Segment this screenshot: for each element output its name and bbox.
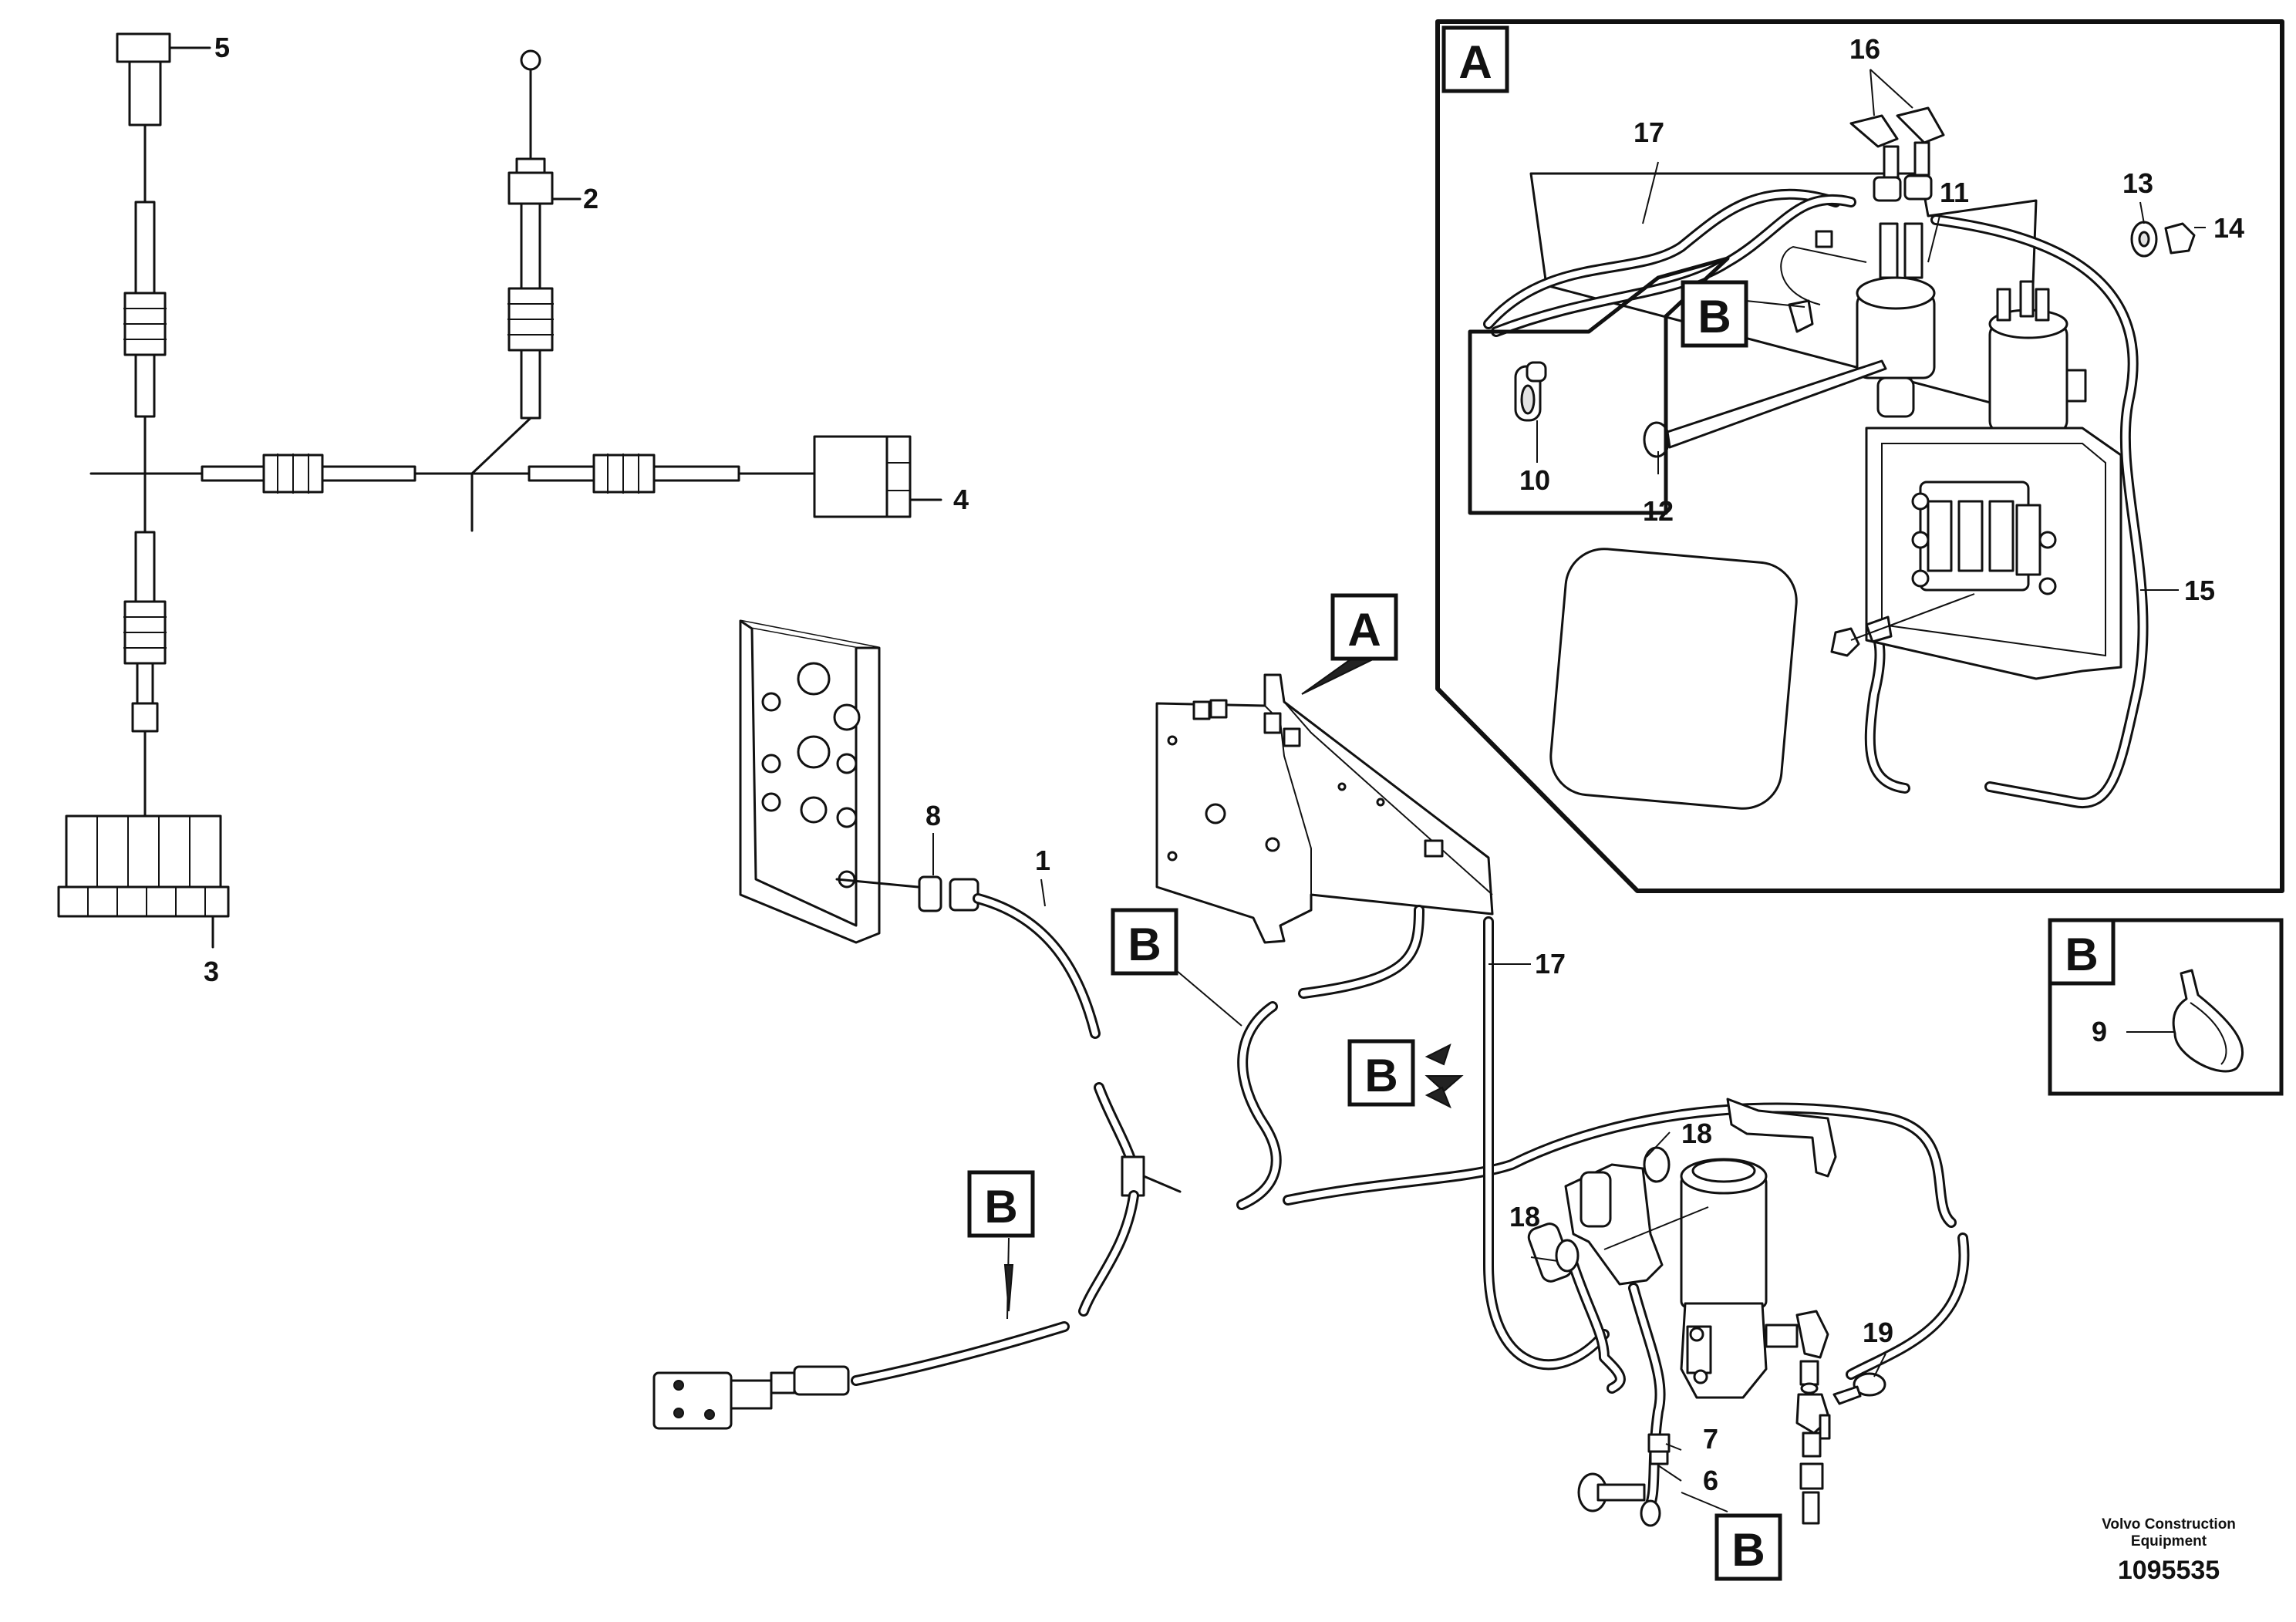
nut-14 [2164, 222, 2196, 255]
callout-3: 3 [204, 956, 219, 987]
tee-fitting [1121, 1155, 1145, 1197]
callout-7: 7 [1703, 1423, 1718, 1455]
callout-9: 9 [2092, 1016, 2107, 1047]
callout-8: 8 [925, 800, 941, 831]
connector-4 [813, 435, 888, 518]
callout-5: 5 [214, 32, 230, 63]
detail-a-letter: A [1458, 36, 1492, 88]
callout-4: 4 [953, 484, 969, 515]
cover [1549, 548, 1798, 810]
sensor-2 [507, 171, 554, 205]
elbow-18-upper [1580, 1171, 1612, 1228]
detail-b-letter: B [2065, 929, 2098, 980]
label-b-box-1 [1111, 908, 1178, 976]
callout-11: 11 [1940, 177, 1969, 208]
hose-17 [1236, 905, 1970, 1394]
callout-19: 19 [1863, 1317, 1893, 1348]
callout-18-lower: 18 [1509, 1201, 1540, 1233]
wiring-harness-schematic [57, 32, 942, 949]
elbow-fitting [1795, 1310, 1829, 1359]
mounting-panel [739, 619, 881, 944]
pressure-switch [652, 1371, 733, 1430]
callout-10: 10 [1519, 464, 1550, 496]
fitting-16-right [1896, 106, 1945, 144]
label-a-box [1330, 593, 1398, 661]
solenoid-body [1680, 1175, 1768, 1309]
solenoid-valve [1527, 1098, 1886, 1527]
nut-8 [918, 875, 942, 912]
callout-12: 12 [1643, 495, 1674, 527]
bracket-a [1155, 673, 1494, 944]
callout-15: 15 [2184, 575, 2215, 606]
valve-right [1988, 322, 2068, 433]
connector-3 [65, 814, 222, 889]
drawing-number: 1095535 [2118, 1556, 2220, 1585]
clamp-7 [1647, 1433, 1671, 1453]
callout-1: 1 [1035, 845, 1050, 876]
label-a-letter: A [1347, 604, 1381, 656]
detail-a-frame [1435, 19, 2284, 893]
label-b-box-detail [1681, 280, 1748, 348]
detail-label-boxes: A A B B B B B B [967, 25, 2116, 1581]
label-b-letter-1: B [1128, 919, 1161, 970]
connector-5 [116, 32, 171, 63]
label-b-letter-detail: B [1698, 291, 1731, 342]
hose-1 [652, 875, 1182, 1430]
label-b-box-3 [967, 1170, 1035, 1238]
callout-2: 2 [583, 183, 598, 214]
callout-18-upper: 18 [1681, 1118, 1712, 1149]
callout-14: 14 [2213, 212, 2244, 244]
label-b-letter-2: B [1364, 1050, 1397, 1101]
callout-17-detail: 17 [1633, 116, 1664, 148]
label-b-letter-4: B [1731, 1524, 1765, 1576]
label-b-box-2 [1347, 1039, 1415, 1107]
callout-6: 6 [1703, 1465, 1718, 1496]
detail-b-box [2048, 918, 2116, 986]
callout-16: 16 [1849, 33, 1880, 65]
callout-numbers: 1 2 3 4 5 6 7 8 9 10 11 12 13 14 15 16 1… [204, 32, 2244, 1496]
label-b-box-4 [1714, 1513, 1782, 1581]
leader-lines [932, 69, 2206, 1512]
fitting-16-left [1849, 114, 1899, 148]
label-b-letter-3: B [984, 1181, 1017, 1233]
fitting-19 [1853, 1372, 1886, 1397]
callout-17: 17 [1535, 948, 1566, 980]
credit-line-2: Equipment [2131, 1533, 2207, 1549]
callout-13: 13 [2122, 167, 2153, 199]
detail-a-box [1441, 25, 1509, 93]
title-block: Volvo Construction Equipment 1095535 [2102, 1516, 2236, 1585]
credit-line-1: Volvo Construction [2102, 1516, 2236, 1533]
